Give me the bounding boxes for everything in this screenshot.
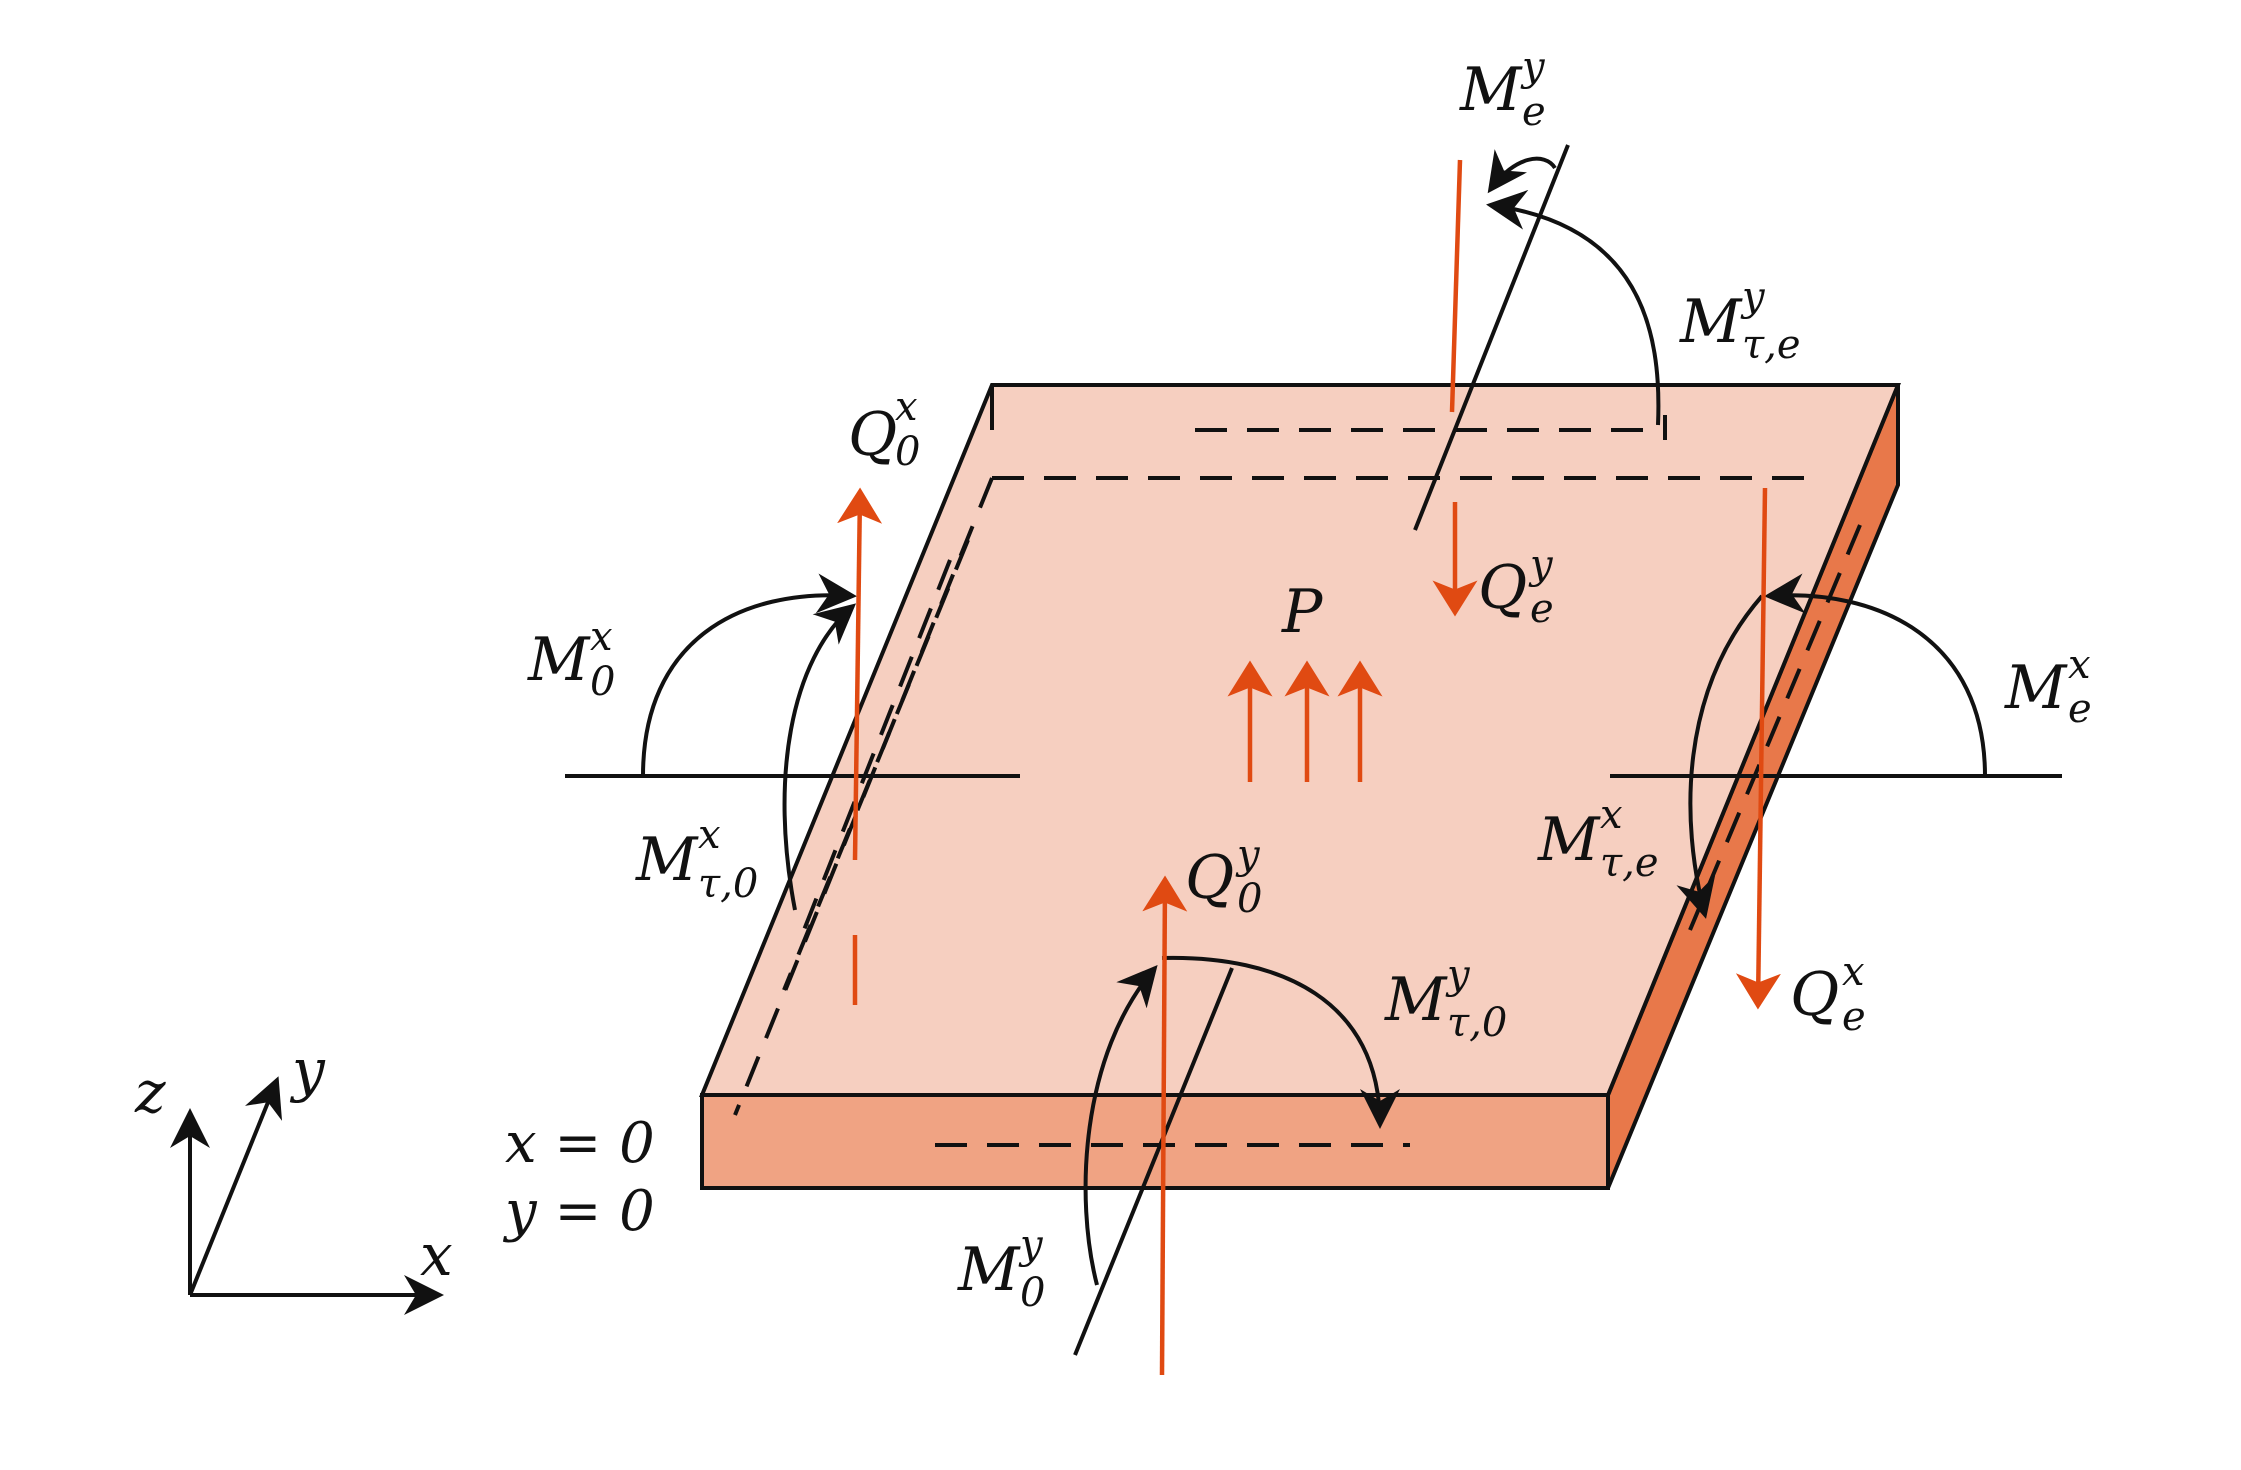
svg-text:M: M [2004,653,2068,723]
svg-text:x: x [2068,642,2091,688]
svg-text:x: x [1842,949,1865,995]
svg-text:M: M [1384,965,1448,1035]
svg-text:Q: Q [1185,843,1234,913]
svg-text:M: M [635,825,699,895]
label-Mt0x: M x τ,0 [635,812,758,907]
svg-text:y: y [1528,542,1554,588]
Mey-red-line [1449,159,1463,413]
label-Mt0y: M y τ,0 [1384,952,1507,1046]
svg-text:τ,0: τ,0 [1447,1000,1507,1046]
svg-text:e: e [1842,994,1866,1040]
x-axis-label: x [420,1221,453,1289]
Mtey-arc [1486,189,1661,426]
svg-text:x: x [895,384,918,430]
svg-text:0: 0 [895,429,920,475]
svg-text:x: x [590,614,613,660]
svg-text:x: x [1600,792,1623,838]
svg-text:y: y [1018,1222,1044,1268]
Mt0y-arc [1161,955,1400,1129]
hidden-lines [733,428,1862,1147]
Qex-arrow [1735,487,1781,1010]
label-y-eq-0: y = 0 [502,1179,655,1244]
svg-text:Q: Q [1478,553,1527,623]
plate-top-face [699,383,1901,1097]
dashed-right-edge [1688,524,1862,931]
svg-text:0: 0 [1237,876,1262,922]
label-Q0y: Q y 0 [1185,832,1262,922]
label-Q0x: Q x 0 [848,384,920,475]
svg-text:M: M [957,1235,1021,1305]
plate [699,383,1901,1190]
label-M0y: M y 0 [957,1222,1045,1316]
svg-text:τ,e: τ,e [1600,840,1659,886]
force-arrows [837,159,1781,1376]
svg-text:y: y [1445,952,1471,998]
moment-arcs [641,149,1987,1286]
label-Mtex: M x τ,e [1537,792,1659,886]
label-Mex: M x e [2004,642,2092,732]
svg-text:τ,e: τ,e [1742,322,1801,368]
Q0x-arrow [837,487,883,861]
label-Qey: Q y e [1478,542,1554,632]
svg-text:M: M [527,625,591,695]
z-axis-label: z [134,1058,166,1126]
label-Qex: Q x e [1790,949,1866,1040]
Mey-arc [1487,149,1557,194]
svg-text:e: e [1522,89,1546,135]
Q0y-arrow [1142,875,1188,1376]
label-x-eq-0: x = 0 [505,1111,655,1176]
svg-text:y: y [1740,274,1766,320]
svg-text:τ,0: τ,0 [698,861,758,907]
svg-text:x: x [698,812,721,858]
svg-text:e: e [2068,686,2092,732]
ref-line-back [1413,144,1570,531]
M0x-arc [641,573,857,777]
svg-text:y: y [1520,44,1546,90]
coordinate-axes [170,1076,444,1315]
dashed-left-edge-2 [782,539,970,991]
svg-text:M: M [1679,287,1743,357]
svg-text:M: M [1537,805,1601,875]
svg-text:0: 0 [1020,1270,1045,1316]
y-axis-arrow [188,1076,283,1296]
Mex-arc [1764,573,1987,777]
label-Mey: M y e [1459,44,1546,135]
svg-text:0: 0 [590,659,615,705]
svg-text:y: y [1235,832,1261,878]
Mtex-arc [1676,594,1764,919]
ref-line-front [1073,967,1234,1356]
Mt0x-arc [782,603,857,911]
y-axis-label: y [289,1036,326,1104]
svg-text:M: M [1459,55,1523,125]
svg-text:Q: Q [1790,960,1839,1030]
label-P: P [1281,577,1324,647]
plate-front-face [700,1093,1610,1190]
M0y-arc [1083,964,1158,1286]
svg-text:e: e [1530,586,1554,632]
label-Mtey: M y τ,e [1679,274,1801,368]
label-M0x: M x 0 [527,614,615,705]
svg-text:Q: Q [848,400,897,470]
dashed-left-edge-3 [798,559,952,941]
